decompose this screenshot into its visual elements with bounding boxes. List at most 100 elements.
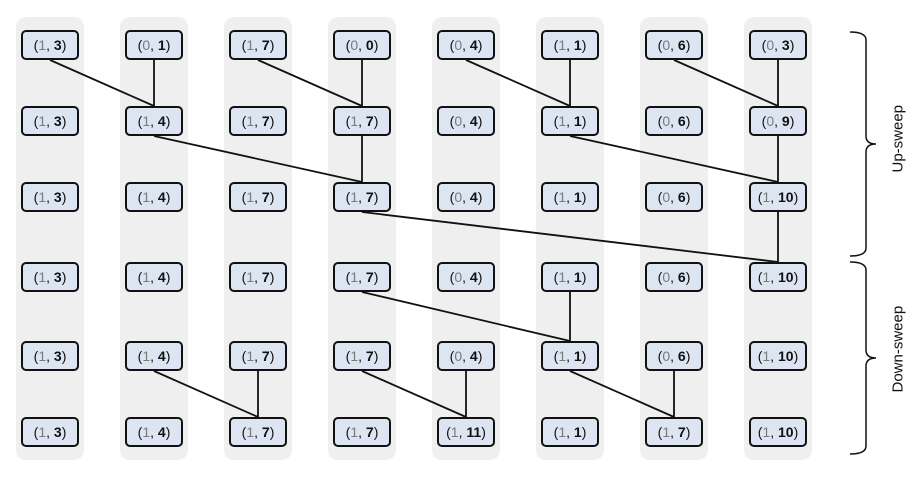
paren: ( xyxy=(553,189,559,205)
node-value: 7 xyxy=(261,37,270,53)
paren: ) xyxy=(269,37,275,53)
node-value: 7 xyxy=(261,113,270,129)
paren: ( xyxy=(33,348,39,364)
paren: ( xyxy=(137,189,143,205)
comma: , xyxy=(46,424,54,440)
paren: ( xyxy=(761,113,767,129)
comma: , xyxy=(254,269,262,285)
paren: ) xyxy=(165,113,171,129)
paren: ) xyxy=(269,269,275,285)
node-flag: 1 xyxy=(38,37,47,53)
comma: , xyxy=(566,113,574,129)
node-r4-c7: (1, 10) xyxy=(749,341,807,371)
paren: ( xyxy=(33,424,39,440)
paren: ) xyxy=(581,424,587,440)
node-r2-c3: (1, 7) xyxy=(333,182,391,212)
node-value: 1 xyxy=(157,37,166,53)
paren: ) xyxy=(269,113,275,129)
node-value: 7 xyxy=(261,424,270,440)
node-r5-c0: (1, 3) xyxy=(21,417,79,447)
node-value: 4 xyxy=(469,189,478,205)
comma: , xyxy=(254,113,262,129)
node-value: 7 xyxy=(365,189,374,205)
comma: , xyxy=(566,424,574,440)
paren: ( xyxy=(449,269,455,285)
node-value: 4 xyxy=(157,424,166,440)
node-flag: 1 xyxy=(762,424,771,440)
paren: ( xyxy=(345,189,351,205)
paren: ( xyxy=(241,269,247,285)
node-flag: 1 xyxy=(246,113,255,129)
node-r1-c2: (1, 7) xyxy=(229,106,287,136)
paren: ( xyxy=(137,269,143,285)
edge xyxy=(569,135,779,183)
node-value: 3 xyxy=(781,37,790,53)
paren: ( xyxy=(757,348,763,364)
paren: ) xyxy=(581,113,587,129)
node-flag: 1 xyxy=(558,113,567,129)
comma: , xyxy=(566,37,574,53)
node-flag: 1 xyxy=(558,189,567,205)
paren: ) xyxy=(685,189,691,205)
node-r0-c6: (0, 6) xyxy=(645,30,703,60)
node-flag: 1 xyxy=(558,269,567,285)
node-value: 7 xyxy=(365,113,374,129)
node-r5-c1: (1, 4) xyxy=(125,417,183,447)
comma: , xyxy=(358,348,366,364)
node-r2-c2: (1, 7) xyxy=(229,182,287,212)
paren: ) xyxy=(269,424,275,440)
edge xyxy=(257,59,363,107)
comma: , xyxy=(770,348,778,364)
paren: ( xyxy=(553,424,559,440)
paren: ) xyxy=(373,37,379,53)
node-value: 4 xyxy=(157,269,166,285)
edge xyxy=(673,59,779,107)
node-flag: 1 xyxy=(762,269,771,285)
node-flag: 1 xyxy=(558,424,567,440)
node-flag: 1 xyxy=(246,37,255,53)
comma: , xyxy=(46,189,54,205)
node-r0-c3: (0, 0) xyxy=(333,30,391,60)
paren: ) xyxy=(61,189,67,205)
comma: , xyxy=(254,37,262,53)
comma: , xyxy=(46,37,54,53)
paren: ) xyxy=(165,269,171,285)
node-flag: 0 xyxy=(454,37,463,53)
node-value: 7 xyxy=(365,348,374,364)
node-r5-c3: (1, 7) xyxy=(333,417,391,447)
paren: ( xyxy=(657,269,663,285)
node-r0-c0: (1, 3) xyxy=(21,30,79,60)
paren: ) xyxy=(477,113,483,129)
node-flag: 1 xyxy=(762,189,771,205)
node-flag: 1 xyxy=(350,113,359,129)
node-flag: 0 xyxy=(662,113,671,129)
node-value: 1 xyxy=(573,348,582,364)
comma: , xyxy=(46,113,54,129)
node-value: 1 xyxy=(573,37,582,53)
paren: ) xyxy=(477,37,483,53)
node-r2-c4: (0, 4) xyxy=(437,182,495,212)
node-flag: 0 xyxy=(662,348,671,364)
node-r0-c2: (1, 7) xyxy=(229,30,287,60)
paren: ( xyxy=(657,113,663,129)
paren: ( xyxy=(137,348,143,364)
node-r3-c7: (1, 10) xyxy=(749,262,807,292)
node-flag: 1 xyxy=(558,348,567,364)
paren: ) xyxy=(269,348,275,364)
downsweep-brace xyxy=(849,261,877,455)
edge xyxy=(153,370,259,418)
node-value: 0 xyxy=(365,37,374,53)
comma: , xyxy=(46,348,54,364)
comma: , xyxy=(254,348,262,364)
paren: ( xyxy=(553,113,559,129)
node-value: 10 xyxy=(778,424,794,440)
comma: , xyxy=(462,189,470,205)
paren: ( xyxy=(33,37,39,53)
paren: ) xyxy=(685,348,691,364)
node-r1-c0: (1, 3) xyxy=(21,106,79,136)
node-value: 1 xyxy=(573,424,582,440)
comma: , xyxy=(670,424,678,440)
comma: , xyxy=(254,189,262,205)
node-flag: 0 xyxy=(350,37,359,53)
